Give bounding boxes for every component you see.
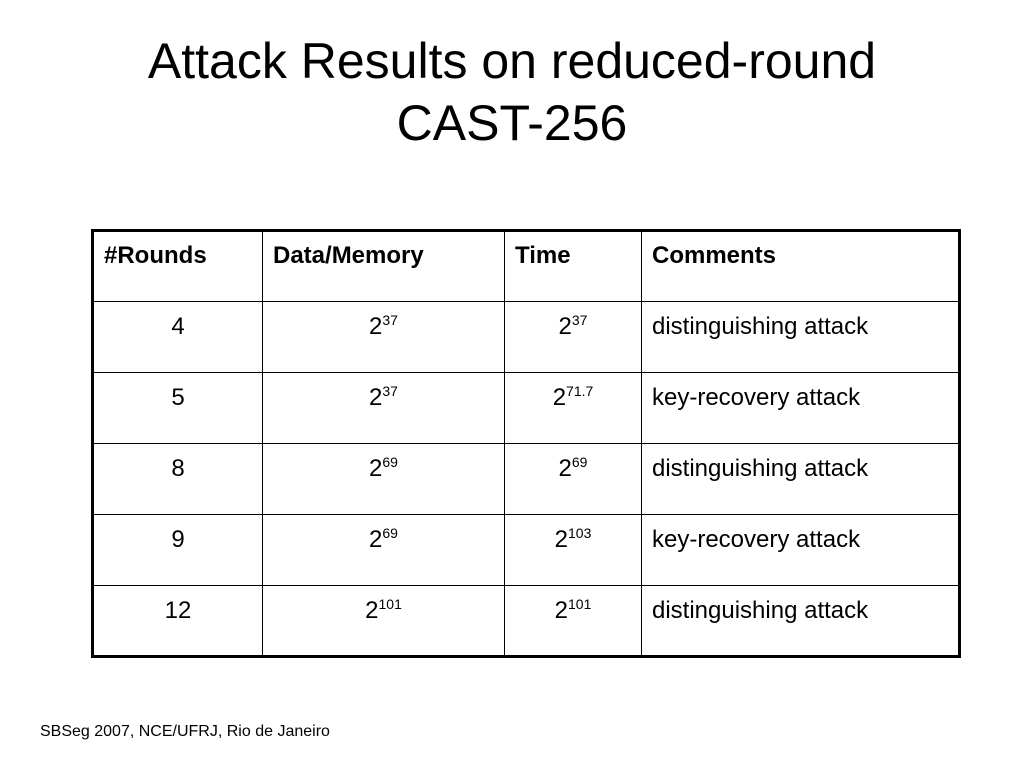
- data-exponent: 101: [378, 596, 402, 612]
- attack-results-table: #Rounds Data/Memory Time Comments 4 237 …: [91, 229, 961, 658]
- time-base: 2: [552, 384, 567, 411]
- cell-data-memory: 2101: [262, 585, 505, 657]
- time-exponent: 69: [571, 454, 588, 470]
- data-exponent: 37: [382, 312, 398, 328]
- data-base: 2: [365, 597, 379, 624]
- table-row: 8 269 269 distinguishing attack: [92, 443, 960, 515]
- cell-rounds: 8: [92, 443, 263, 515]
- cell-comment: distinguishing attack: [641, 301, 960, 373]
- cell-time: 237: [504, 301, 642, 373]
- cell-rounds: 4: [92, 301, 263, 373]
- time-base: 2: [554, 526, 568, 553]
- header-time: Time: [504, 230, 642, 302]
- data-exponent: 69: [382, 525, 398, 541]
- slide-title-line-2: CAST-256: [396, 95, 628, 151]
- table-row: 12 2101 2101 distinguishing attack: [92, 585, 960, 657]
- cell-comment: key-recovery attack: [641, 514, 960, 586]
- cell-time: 269: [504, 443, 642, 515]
- table-row: 4 237 237 distinguishing attack: [92, 301, 960, 373]
- time-exponent: 103: [568, 525, 592, 541]
- cell-time: 271.7: [504, 372, 642, 444]
- cell-comment: distinguishing attack: [641, 585, 960, 657]
- time-base: 2: [554, 597, 568, 624]
- data-exponent: 69: [382, 454, 398, 470]
- cell-comment: key-recovery attack: [641, 372, 960, 444]
- cell-rounds: 9: [92, 514, 263, 586]
- data-base: 2: [369, 384, 383, 411]
- slide-title: Attack Results on reduced-round CAST-256: [0, 30, 1024, 154]
- cell-rounds: 12: [92, 585, 263, 657]
- time-exponent: 71.7: [566, 383, 594, 399]
- cell-comment: distinguishing attack: [641, 443, 960, 515]
- time-base: 2: [558, 455, 572, 482]
- data-base: 2: [369, 455, 383, 482]
- time-base: 2: [558, 313, 572, 340]
- cell-data-memory: 269: [262, 443, 505, 515]
- cell-data-memory: 269: [262, 514, 505, 586]
- header-data-memory: Data/Memory: [262, 230, 505, 302]
- header-rounds: #Rounds: [92, 230, 263, 302]
- slide-title-line-1: Attack Results on reduced-round: [147, 33, 877, 89]
- slide-footer: SBSeg 2007, NCE/UFRJ, Rio de Janeiro: [40, 723, 330, 740]
- data-exponent: 37: [382, 383, 398, 399]
- cell-data-memory: 237: [262, 372, 505, 444]
- data-base: 2: [369, 313, 383, 340]
- cell-time: 2103: [504, 514, 642, 586]
- cell-rounds: 5: [92, 372, 263, 444]
- time-exponent: 37: [571, 312, 588, 328]
- cell-time: 2101: [504, 585, 642, 657]
- data-base: 2: [369, 526, 383, 553]
- header-comments: Comments: [641, 230, 960, 302]
- table-header-row: #Rounds Data/Memory Time Comments: [92, 230, 960, 302]
- cell-data-memory: 237: [262, 301, 505, 373]
- table-row: 5 237 271.7 key-recovery attack: [92, 372, 960, 444]
- time-exponent: 101: [568, 596, 592, 612]
- table-row: 9 269 2103 key-recovery attack: [92, 514, 960, 586]
